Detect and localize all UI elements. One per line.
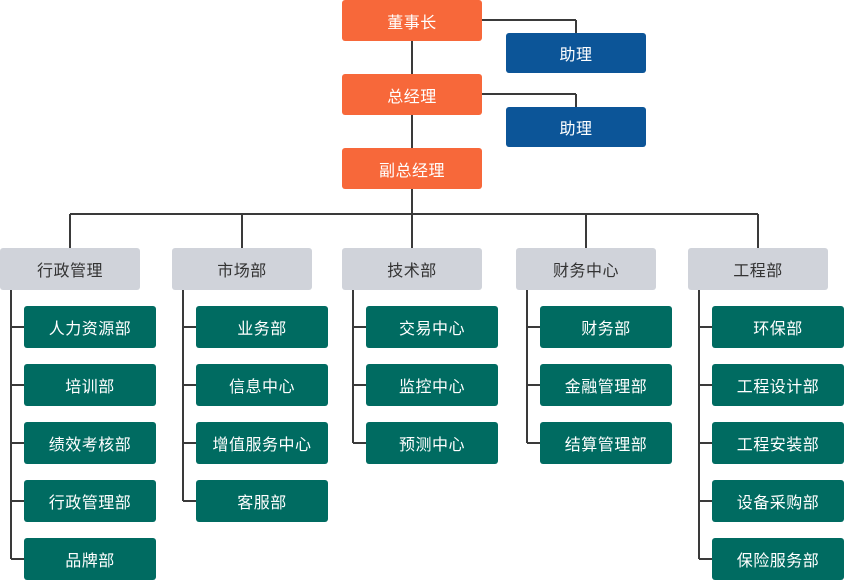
sub-unit-box: 绩效考核部 xyxy=(24,422,156,464)
sub-unit-box: 人力资源部 xyxy=(24,306,156,348)
sub-unit-box: 金融管理部 xyxy=(540,364,672,406)
general-manager-assistant-box: 助理 xyxy=(506,107,646,147)
sub-unit-box: 客服部 xyxy=(196,480,328,522)
sub-unit-box: 信息中心 xyxy=(196,364,328,406)
department-box: 行政管理 xyxy=(0,248,140,290)
chairman-assistant-box: 助理 xyxy=(506,33,646,73)
sub-unit-box: 设备采购部 xyxy=(712,480,844,522)
sub-unit-box: 品牌部 xyxy=(24,538,156,580)
sub-unit-box: 监控中心 xyxy=(366,364,498,406)
sub-unit-box: 财务部 xyxy=(540,306,672,348)
department-box: 技术部 xyxy=(342,248,482,290)
general-manager-box: 总经理 xyxy=(342,74,482,115)
department-box: 市场部 xyxy=(172,248,312,290)
sub-unit-box: 工程设计部 xyxy=(712,364,844,406)
sub-unit-box: 行政管理部 xyxy=(24,480,156,522)
sub-unit-box: 交易中心 xyxy=(366,306,498,348)
department-box: 财务中心 xyxy=(516,248,656,290)
sub-unit-box: 结算管理部 xyxy=(540,422,672,464)
sub-unit-box: 增值服务中心 xyxy=(196,422,328,464)
sub-unit-box: 预测中心 xyxy=(366,422,498,464)
chairman-box: 董事长 xyxy=(342,0,482,41)
sub-unit-box: 业务部 xyxy=(196,306,328,348)
sub-unit-box: 培训部 xyxy=(24,364,156,406)
department-box: 工程部 xyxy=(688,248,828,290)
sub-unit-box: 保险服务部 xyxy=(712,538,844,580)
deputy-general-manager-box: 副总经理 xyxy=(342,148,482,189)
sub-unit-box: 工程安装部 xyxy=(712,422,844,464)
sub-unit-box: 环保部 xyxy=(712,306,844,348)
